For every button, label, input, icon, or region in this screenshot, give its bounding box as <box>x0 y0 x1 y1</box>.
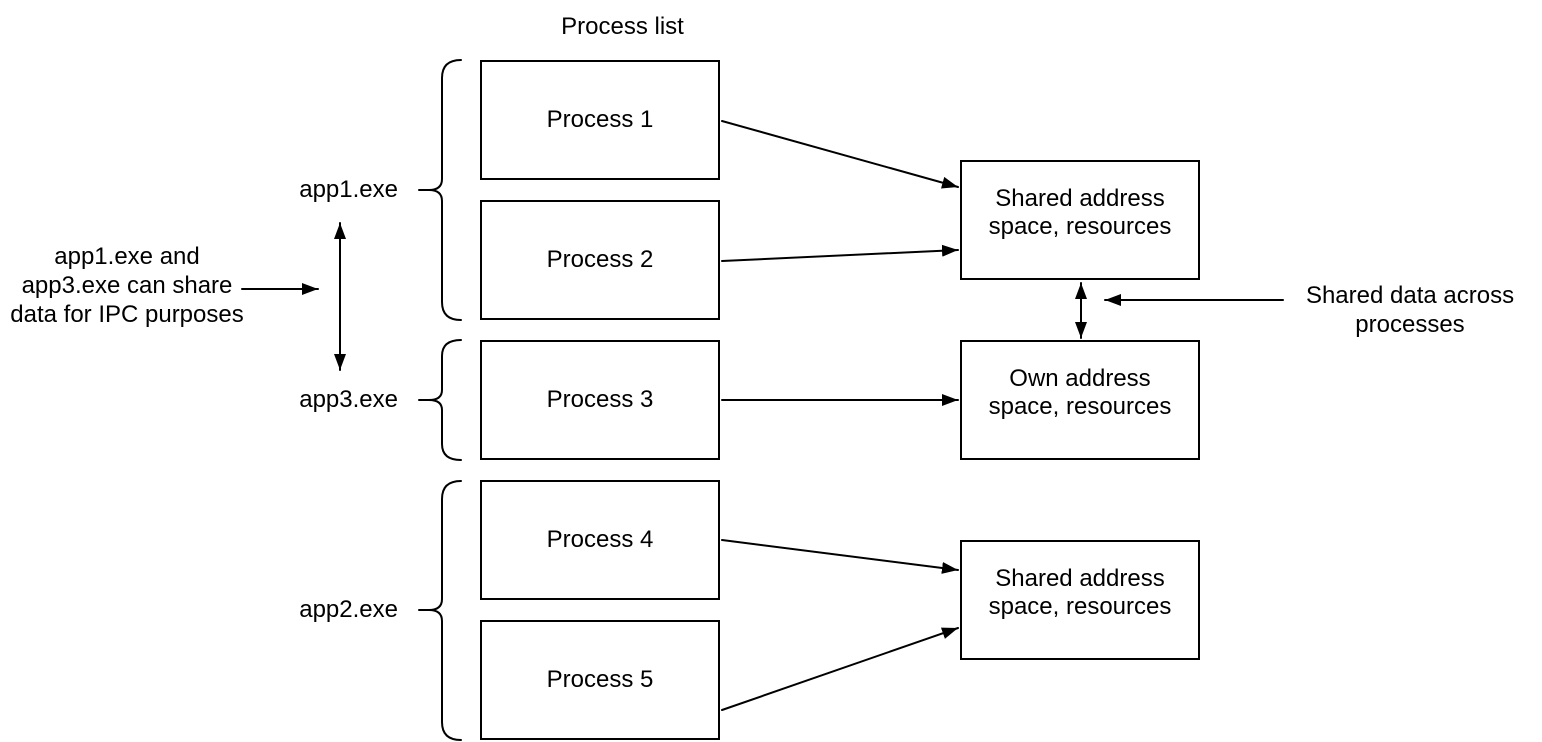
own-address-box-label: Own address space, resources <box>988 364 1172 420</box>
process-box-1: Process 1 <box>480 60 720 180</box>
app3-exe-label: app3.exe <box>299 386 398 413</box>
brace-app3 <box>428 339 462 461</box>
brace-app2 <box>428 480 462 741</box>
shared-address-box-bottom-label: Shared address space, resources <box>988 564 1172 620</box>
arrow-process5-to-shared <box>721 627 959 711</box>
arrow-process4-to-shared <box>721 539 959 574</box>
app2-exe-label: app2.exe <box>299 596 398 623</box>
own-address-box: Own address space, resources <box>960 340 1200 460</box>
process-box-5-label: Process 5 <box>546 665 654 693</box>
process-box-3: Process 3 <box>480 340 720 460</box>
brace-app1 <box>428 59 462 321</box>
arrow-process2-to-shared <box>721 244 959 262</box>
process-box-1-label: Process 1 <box>546 105 654 133</box>
process-box-2: Process 2 <box>480 200 720 320</box>
process-box-2-label: Process 2 <box>546 245 654 273</box>
diagram-title: Process list <box>561 13 684 40</box>
process-box-4-label: Process 4 <box>546 525 654 553</box>
shared-address-box-top-label: Shared address space, resources <box>988 184 1172 240</box>
ipc-note: app1.exe and app3.exe can share data for… <box>10 243 244 328</box>
arrow-process1-to-shared <box>721 120 959 189</box>
process-box-4: Process 4 <box>480 480 720 600</box>
shared-data-note: Shared data across processes <box>1305 282 1515 338</box>
shared-address-box-top: Shared address space, resources <box>960 160 1200 280</box>
process-box-3-label: Process 3 <box>546 385 654 413</box>
app1-exe-label: app1.exe <box>299 176 398 203</box>
shared-address-box-bottom: Shared address space, resources <box>960 540 1200 660</box>
process-box-5: Process 5 <box>480 620 720 740</box>
